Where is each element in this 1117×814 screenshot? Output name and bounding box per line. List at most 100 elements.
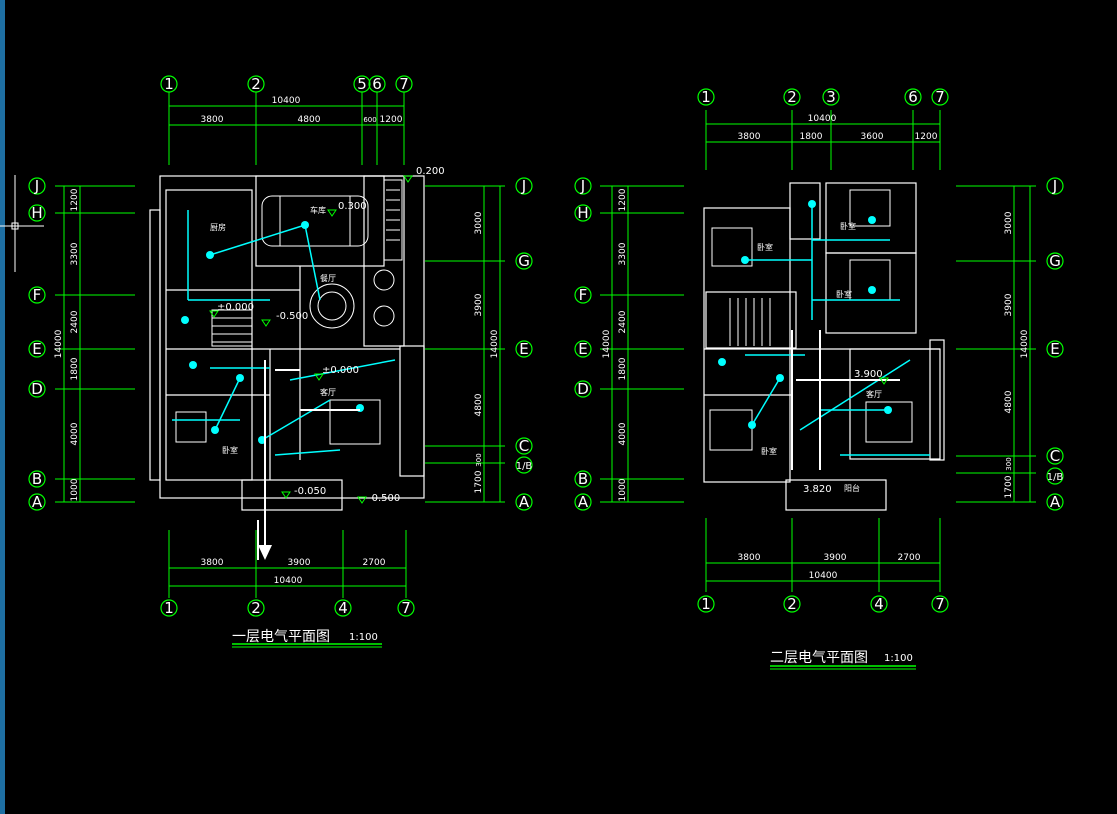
plan1-wiring xyxy=(172,210,396,456)
plan1-dimension-texts: 10400 3800 4800 600 1200 3800 3900 2700 … xyxy=(54,96,500,586)
plan2-top-total-dim: 10400 xyxy=(808,114,837,124)
plan2-left-segment-dim: 1000 xyxy=(618,478,628,501)
plan1-room-kitchen: 厨房 xyxy=(210,222,226,232)
plan1-elevations: 0.200 0.300 ±0.000 -0.500 ±0.000 -0.050 … xyxy=(217,166,445,504)
plan2-scale: 1:100 xyxy=(884,653,913,664)
plan2-left-axis-label: B xyxy=(578,470,588,488)
plan2-left-axis-label: J xyxy=(580,177,585,195)
plan2-bottom-segment-dim: 3900 xyxy=(824,553,847,563)
plan1-right-axis-labels: J G E C 1/B A xyxy=(516,177,533,511)
plan2-top-axis-label: 2 xyxy=(787,88,797,106)
plan2-right-axis-labels: J G E C 1/B A xyxy=(1047,177,1064,511)
plan1-right-segment-dim: 3900 xyxy=(474,293,484,316)
plan2-wiring xyxy=(745,204,930,456)
plan1-left-axis-label: H xyxy=(31,204,42,222)
plan2-top-segment-dim: 1200 xyxy=(915,132,938,142)
plan1-bottom-axis-bubbles xyxy=(160,599,415,617)
plan2-room-labels: 卧室 卧室 卧室 卧室 客厅 阳台 xyxy=(757,221,882,493)
plan1-top-axis-label: 6 xyxy=(372,75,382,93)
plan1-left-axis-label: B xyxy=(32,470,42,488)
plan2-right-axis-bubbles xyxy=(1046,177,1064,511)
plan1-right-segment-dim: 1700 xyxy=(474,470,484,493)
plan1-right-axis-label: G xyxy=(518,252,530,270)
plan1-top-axis-labels: 1 2 5 6 7 xyxy=(164,75,409,93)
plan1-left-segment-dim: 1800 xyxy=(70,357,80,380)
plan2-bottom-total-dim: 10400 xyxy=(809,571,838,581)
plan2-top-axis-label: 6 xyxy=(908,88,918,106)
plan1-title-block: 一层电气平面图 1:100 xyxy=(232,629,382,648)
plan1-left-segment-dim: 3300 xyxy=(70,242,80,265)
plan2-room-living: 客厅 xyxy=(866,389,882,399)
plan2-top-axis-labels: 1 2 3 6 7 xyxy=(701,88,945,106)
plan1-elevation: 0.300 xyxy=(338,201,367,212)
canvas-edge-bar xyxy=(0,0,5,814)
plan2-bottom-axis-bubbles xyxy=(697,595,949,613)
plan2-bottom-axis-label: 1 xyxy=(701,595,711,613)
plan1-right-axis-label: 1/B xyxy=(516,461,533,472)
plan1-fixtures xyxy=(175,179,403,445)
plan2-top-axis-label: 7 xyxy=(935,88,945,106)
plan2-bottom-axis-label: 4 xyxy=(874,595,884,613)
plan1-top-segment-dim: 3800 xyxy=(201,115,224,125)
plan1-right-axis-label: J xyxy=(521,177,526,195)
plan2-bottom-segment-dim: 3800 xyxy=(738,553,761,563)
plan2-title: 二层电气平面图 xyxy=(770,650,868,666)
plan1-room-garage: 车库 xyxy=(310,205,326,215)
plan2-room-bedroom: 卧室 xyxy=(836,289,852,299)
plan1-left-axis-bubbles xyxy=(28,177,46,511)
plan1-left-axis-label: D xyxy=(31,380,43,398)
plan2-right-segment-dim: 3000 xyxy=(1004,211,1014,234)
plan1-left-segment-dim: 4000 xyxy=(70,422,80,445)
plan2-title-block: 二层电气平面图 1:100 xyxy=(770,650,916,670)
plan2-room-balcony: 阳台 xyxy=(844,483,860,493)
plan2-conduits xyxy=(791,330,900,470)
plan2-right-axis-label: J xyxy=(1052,177,1057,195)
plan2-top-segment-dim: 3800 xyxy=(738,132,761,142)
plan2-top-axis-label: 1 xyxy=(701,88,711,106)
plan2-top-segment-dim: 3600 xyxy=(861,132,884,142)
plan1-right-axis-bubbles xyxy=(515,177,533,511)
plan2-drawing xyxy=(600,110,1036,592)
plan2-right-axis-label: A xyxy=(1050,493,1061,511)
plan2-left-axis-label: E xyxy=(578,340,587,358)
plan1-left-segment-dim: 1200 xyxy=(70,188,80,211)
plan1-bottom-axis-labels: 1 2 4 7 xyxy=(164,599,411,617)
plan2-left-axis-label: A xyxy=(578,493,589,511)
plan2-left-axis-label: D xyxy=(577,380,589,398)
plan1-left-axis-label: E xyxy=(32,340,41,358)
plan2-elevation-markers xyxy=(879,377,889,385)
plan1-walls xyxy=(149,175,425,511)
plan1-bottom-segment-dim: 2700 xyxy=(363,558,386,568)
plan1-right-axis-label: E xyxy=(519,340,528,358)
plan2-room-bedroom: 卧室 xyxy=(761,446,777,456)
plan2-left-segment-dim: 3300 xyxy=(618,242,628,265)
plan1-elevation: ±0.000 xyxy=(322,365,359,376)
plan2-right-axis-label: 1/B xyxy=(1047,472,1064,483)
plan2-left-total-dim: 14000 xyxy=(602,329,612,358)
plan2-right-axis-label: E xyxy=(1050,340,1059,358)
plan1-elevation-markers xyxy=(209,175,413,504)
plan2-fixtures xyxy=(709,189,913,451)
plan1-elevation: ±0.000 xyxy=(217,302,254,313)
plan2-bottom-axis-labels: 1 2 4 7 xyxy=(701,595,945,613)
plan1-room-living: 客厅 xyxy=(320,387,336,397)
plan2-dimension-texts: 10400 3800 1800 3600 1200 3800 3900 2700… xyxy=(602,114,1030,581)
plan2-left-segment-dim: 1800 xyxy=(618,357,628,380)
plan1-bottom-axis-label: 2 xyxy=(251,599,261,617)
plan1-right-axis-label: C xyxy=(519,437,529,455)
plan1-bottom-segment-dim: 3800 xyxy=(201,558,224,568)
plan2-right-axis-label: C xyxy=(1050,447,1060,465)
plan1-elevation: -0.500 xyxy=(276,311,308,322)
plan1-bottom-axis-label: 1 xyxy=(164,599,174,617)
plan2-elevation: 3.900 xyxy=(854,369,883,380)
plan1-room-bedroom: 卧室 xyxy=(222,445,238,455)
plan1-left-axis-labels: J H F E D B A xyxy=(31,177,43,511)
plan2-walls xyxy=(703,182,945,511)
plan1-top-segment-dim: 4800 xyxy=(298,115,321,125)
plan1-drawing xyxy=(55,92,505,598)
plan1-right-total-dim: 14000 xyxy=(490,329,500,358)
plan1-grid-lines xyxy=(55,92,505,598)
plan2-right-segment-dim: 300 xyxy=(1005,457,1013,470)
plan1-room-dining: 餐厅 xyxy=(320,274,336,283)
